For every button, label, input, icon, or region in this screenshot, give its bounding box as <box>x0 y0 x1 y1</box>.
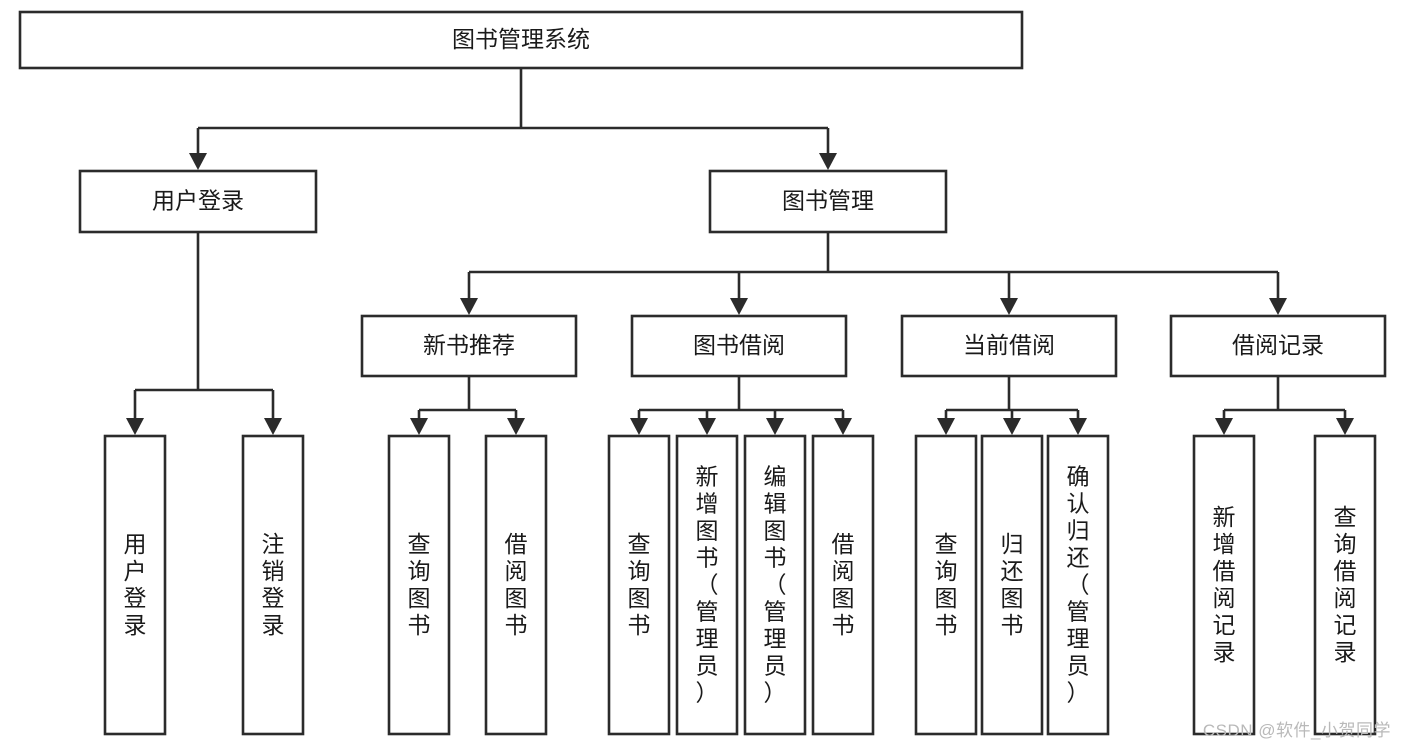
node-box <box>1046 434 1110 736</box>
arrow-head-icon <box>937 418 955 435</box>
arrow-head-icon <box>264 418 282 435</box>
node-box <box>743 434 807 736</box>
arrow-head-icon <box>1003 418 1021 435</box>
node-box <box>1192 434 1256 736</box>
node-label: 注销登录 <box>262 531 285 638</box>
node-leaf-logout-login[interactable]: 注销登录 <box>241 434 305 736</box>
connector-group <box>460 232 1287 315</box>
node-label: 图书借阅 <box>693 332 785 358</box>
nodes-layer: 图书管理系统用户登录图书管理新书推荐图书借阅当前借阅借阅记录用户登录注销登录查询… <box>18 10 1387 736</box>
node-box <box>103 434 167 736</box>
node-label: 图书管理系统 <box>452 26 590 52</box>
node-label: 借阅图书 <box>832 531 855 638</box>
arrow-head-icon <box>819 153 837 170</box>
node-book-borrow[interactable]: 图书借阅 <box>630 314 848 378</box>
node-box <box>630 314 848 378</box>
node-user-login[interactable]: 用户登录 <box>78 169 318 234</box>
watermark-label: CSDN @软件_小贺同学 <box>1202 721 1391 740</box>
node-label: 查询图书 <box>628 531 651 638</box>
node-label: 编辑图书（管理员） <box>764 464 787 706</box>
node-label: 用户登录 <box>152 188 244 214</box>
node-leaf-query-book-3[interactable]: 查询图书 <box>914 434 978 736</box>
node-box <box>78 169 318 234</box>
connector-group <box>630 376 852 435</box>
node-leaf-query-borrow-record[interactable]: 查询借阅记录 <box>1313 434 1377 736</box>
node-leaf-add-book[interactable]: 新增图书（管理员） <box>675 434 739 736</box>
node-leaf-user-login[interactable]: 用户登录 <box>103 434 167 736</box>
node-box <box>675 434 739 736</box>
node-leaf-query-book-1[interactable]: 查询图书 <box>387 434 451 736</box>
node-box <box>241 434 305 736</box>
node-box <box>708 169 948 234</box>
node-label: 新增图书（管理员） <box>696 464 719 706</box>
node-label: 查询图书 <box>935 531 958 638</box>
arrow-head-icon <box>834 418 852 435</box>
node-label: 查询图书 <box>408 531 431 638</box>
connector-group <box>1215 376 1354 435</box>
node-leaf-return-book[interactable]: 归还图书 <box>980 434 1044 736</box>
node-box <box>18 10 1024 70</box>
node-box <box>1313 434 1377 736</box>
node-box <box>914 434 978 736</box>
connector-group <box>189 68 837 170</box>
arrow-head-icon <box>730 298 748 315</box>
connectors-layer <box>126 68 1354 435</box>
node-label: 归还图书 <box>1001 531 1024 638</box>
arrow-head-icon <box>1269 298 1287 315</box>
arrow-head-icon <box>1069 418 1087 435</box>
node-box <box>980 434 1044 736</box>
arrow-head-icon <box>126 418 144 435</box>
node-leaf-borrow-book-2[interactable]: 借阅图书 <box>811 434 875 736</box>
node-label: 确认归还（管理员） <box>1067 464 1090 706</box>
node-label: 新书推荐 <box>423 332 515 358</box>
node-leaf-query-book-2[interactable]: 查询图书 <box>607 434 671 736</box>
node-leaf-confirm-return[interactable]: 确认归还（管理员） <box>1046 434 1110 736</box>
node-leaf-add-borrow-record[interactable]: 新增借阅记录 <box>1192 434 1256 736</box>
node-label: 新增借阅记录 <box>1213 504 1236 665</box>
node-box <box>1169 314 1387 378</box>
arrow-head-icon <box>630 418 648 435</box>
connector-group <box>126 232 282 435</box>
arrow-head-icon <box>189 153 207 170</box>
node-current-borrow[interactable]: 当前借阅 <box>900 314 1118 378</box>
arrow-head-icon <box>1000 298 1018 315</box>
node-box <box>607 434 671 736</box>
connector-group <box>937 376 1087 435</box>
node-box <box>387 434 451 736</box>
node-label: 借阅记录 <box>1232 332 1324 358</box>
arrow-head-icon <box>1336 418 1354 435</box>
node-borrow-record[interactable]: 借阅记录 <box>1169 314 1387 378</box>
node-label: 借阅图书 <box>505 531 528 638</box>
node-book-manage[interactable]: 图书管理 <box>708 169 948 234</box>
node-label: 图书管理 <box>782 188 874 214</box>
node-leaf-edit-book[interactable]: 编辑图书（管理员） <box>743 434 807 736</box>
node-box <box>900 314 1118 378</box>
node-box <box>360 314 578 378</box>
arrow-head-icon <box>766 418 784 435</box>
arrow-head-icon <box>410 418 428 435</box>
node-label: 当前借阅 <box>963 332 1055 358</box>
node-label: 用户登录 <box>124 531 147 638</box>
node-new-book-recommend[interactable]: 新书推荐 <box>360 314 578 378</box>
arrow-head-icon <box>1215 418 1233 435</box>
node-label: 查询借阅记录 <box>1334 504 1357 665</box>
node-leaf-borrow-book-1[interactable]: 借阅图书 <box>484 434 548 736</box>
node-box <box>484 434 548 736</box>
arrow-head-icon <box>698 418 716 435</box>
node-root[interactable]: 图书管理系统 <box>18 10 1024 70</box>
node-box <box>811 434 875 736</box>
arrow-head-icon <box>507 418 525 435</box>
arrow-head-icon <box>460 298 478 315</box>
connector-group <box>410 376 525 435</box>
